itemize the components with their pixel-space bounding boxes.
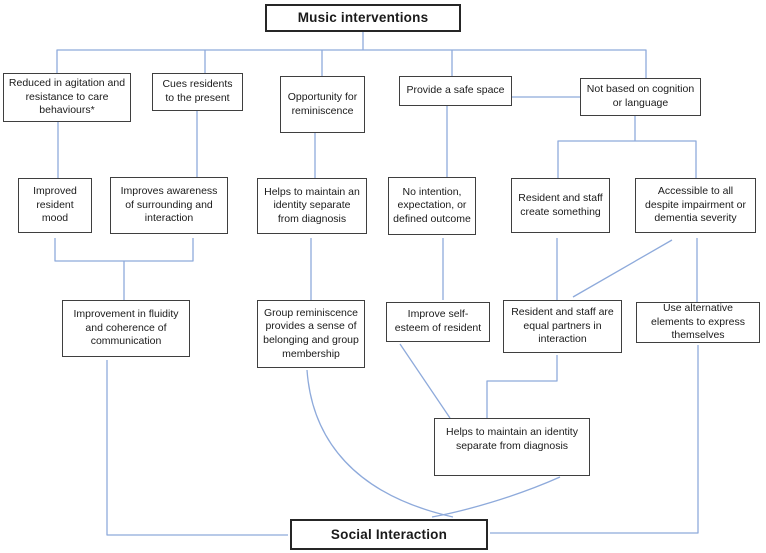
flow-node-music-interventions: Music interventions [265, 4, 461, 32]
connector-accessible-all--equal-partners [572, 239, 673, 298]
flow-node-safe-space: Provide a safe space [399, 76, 512, 106]
flow-node-no-intention: No intention, expectation, or defined ou… [388, 177, 476, 235]
flow-node-not-cognition: Not based on cognition or language [580, 78, 701, 116]
flow-node-identity-separate-2: Helps to maintain an identity separate f… [434, 418, 590, 476]
connector-identity-separate-2--social-interaction [431, 476, 561, 518]
connector-distribution-bar--reduced-agitation|not-cognition [56, 49, 647, 78]
flow-node-cues-residents: Cues residents to the present [152, 73, 243, 111]
flow-node-staff-create: Resident and staff create something [511, 178, 610, 233]
flow-node-improved-mood: Improved resident mood [18, 178, 92, 233]
connector-improved-mood|improves-awareness--merge-bar [54, 238, 194, 262]
flow-node-alternative-elements: Use alternative elements to express them… [636, 302, 760, 343]
connector-self-esteem--identity-separate-2 [399, 343, 451, 419]
flow-node-reduced-agitation: Reduced in agitation and resistance to c… [3, 73, 131, 122]
flow-node-fluidity-communication: Improvement in fluidity and coherence of… [62, 300, 190, 357]
flow-node-group-reminiscence: Group reminiscence provides a sense of b… [257, 300, 365, 368]
connector-group-reminiscence--social-interaction [306, 369, 454, 518]
flow-node-identity-separate-1: Helps to maintain an identity separate f… [257, 178, 367, 234]
connector-equal-partners--identity-separate-2 [486, 355, 558, 418]
flow-node-self-esteem: Improve self-esteem of resident [386, 302, 490, 342]
flow-node-improves-awareness: Improves awareness of surrounding and in… [110, 177, 228, 234]
connector-alternative-elements--social-interaction [490, 345, 699, 534]
connector-fluidity-communication--social-interaction [106, 360, 288, 536]
flow-node-opportunity-reminiscence: Opportunity for reminiscence [280, 76, 365, 133]
flow-node-equal-partners: Resident and staff are equal partners in… [503, 300, 622, 353]
flow-node-accessible-all: Accessible to all despite impairment or … [635, 178, 756, 233]
flow-node-social-interaction: Social Interaction [290, 519, 488, 550]
connector-split-bar--staff-create|accessible-all [557, 140, 697, 178]
